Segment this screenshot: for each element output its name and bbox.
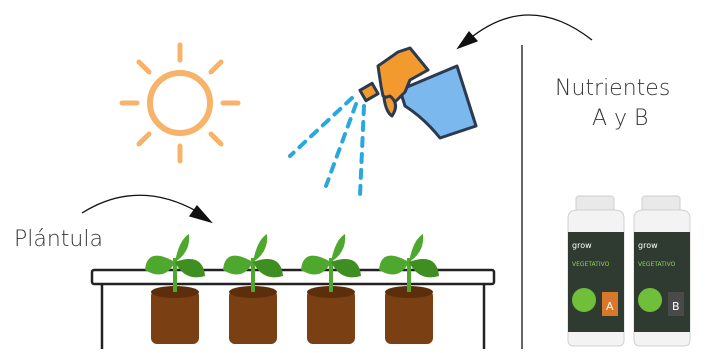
sun-icon [122, 45, 238, 161]
bottle-letter: A [606, 300, 614, 313]
nutrient-bottle-icon: grow VEGETATIVO B [634, 196, 690, 346]
bottle-letter: B [672, 300, 680, 313]
nutrient-bottle-icon: grow VEGETATIVO A [568, 196, 624, 346]
bottle-brand: grow [638, 241, 658, 250]
plant-icon [301, 234, 361, 344]
water-spray-icon [290, 98, 364, 196]
plantula-label: Plántula [14, 227, 103, 252]
plant-icon [379, 234, 439, 344]
bottle-brand: grow [572, 241, 592, 250]
nutrientes-label: Nutrientes [555, 76, 670, 101]
spray-bottle-icon [360, 48, 476, 138]
plant-icon [223, 234, 283, 344]
plants [145, 234, 439, 344]
bottle-product: VEGETATIVO [572, 261, 610, 268]
plant-icon [145, 234, 205, 344]
arrow-to-sprayer [458, 15, 592, 48]
arrow-to-plants [82, 195, 211, 222]
nutrientes-ab-label: A y B [592, 106, 648, 131]
bottle-product: VEGETATIVO [638, 261, 676, 268]
